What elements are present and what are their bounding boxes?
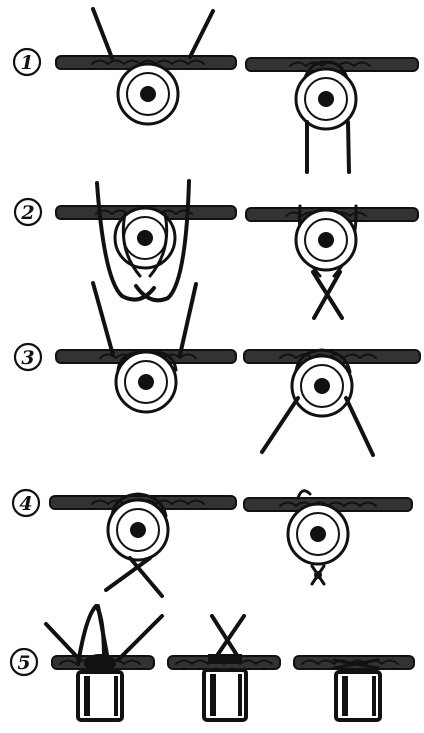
step-2-left-figure (55, 179, 237, 303)
thread-end-right (188, 9, 215, 59)
thread-end-right (178, 282, 198, 357)
step-5-right-figure (293, 655, 415, 722)
step-3-left-figure (55, 281, 237, 414)
button (106, 498, 170, 562)
button (116, 62, 180, 126)
step-1-right-figure (245, 57, 419, 174)
thread-cross-a (210, 614, 242, 662)
step-4-label: 4 (19, 493, 32, 515)
step-3-right-figure (243, 348, 421, 457)
thread-wrap (208, 654, 242, 664)
thread-cross-b (312, 270, 342, 320)
button-side (202, 668, 248, 722)
step-3-number: 3 (13, 342, 43, 372)
button (290, 354, 354, 418)
step-2-label: 2 (20, 202, 34, 224)
step-4-left-figure (49, 492, 237, 598)
thread-cross-a (104, 556, 152, 592)
step-5-left-figure (44, 604, 164, 722)
step-5-number: 5 (9, 647, 39, 677)
step-5: 5 (9, 604, 415, 722)
step-4: 4 (11, 488, 413, 598)
step-4-right-figure (243, 489, 413, 586)
thread-end-3 (116, 614, 164, 662)
button-side (76, 670, 124, 722)
button (114, 350, 178, 414)
step-1-left-figure (55, 7, 237, 126)
step-2: 2 (13, 179, 419, 320)
thread-end-left (91, 281, 115, 357)
step-4-number: 4 (11, 488, 41, 518)
step-1: 1 (12, 7, 419, 174)
thread-end-left (91, 7, 114, 60)
button (294, 208, 358, 272)
step-3-label: 3 (21, 347, 34, 369)
thread-end-1 (44, 622, 82, 662)
thread-cross-b (128, 556, 164, 598)
thread-end-2 (96, 604, 110, 662)
step-5-label: 5 (17, 652, 30, 674)
thread-end-left (260, 396, 300, 454)
thread-cross-b (212, 614, 246, 662)
step-3: 3 (13, 281, 421, 457)
thread-knot (332, 658, 380, 670)
thread-end-right (346, 120, 351, 174)
button-side (334, 670, 382, 722)
step-1-number: 1 (12, 47, 42, 77)
button (286, 502, 350, 566)
thread-bundle (84, 654, 116, 672)
button (113, 206, 177, 270)
knot (314, 571, 322, 579)
button (294, 67, 358, 131)
step-2-number: 2 (13, 197, 43, 227)
step-1-label: 1 (20, 52, 33, 74)
thread-end-right (344, 396, 375, 457)
step-5-middle-figure (167, 614, 281, 722)
step-2-right-figure (245, 204, 419, 320)
